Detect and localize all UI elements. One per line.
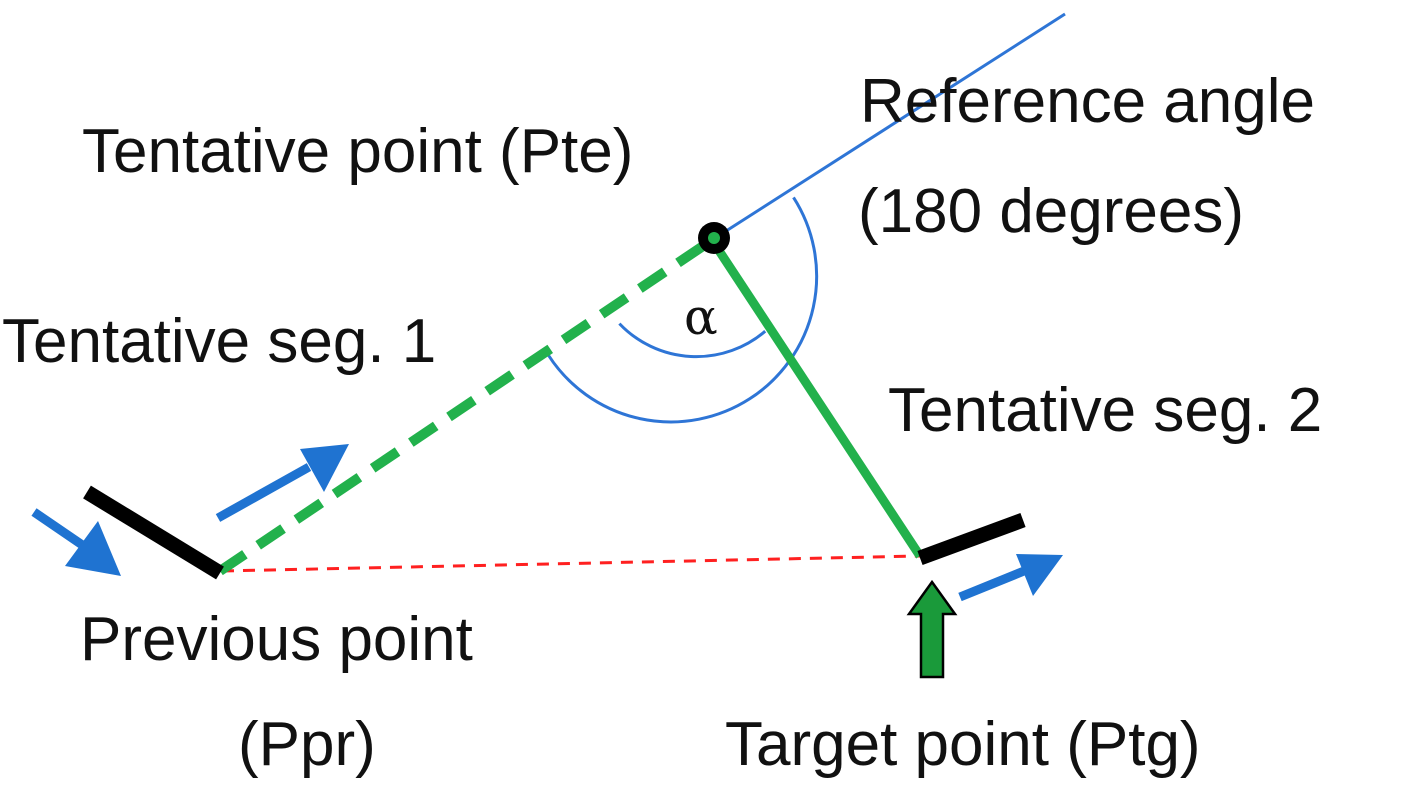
segment-direction-arrow [215,444,349,522]
tentative-seg1-label: Tentative seg. 1 [2,307,436,376]
next-path-segment [917,512,1026,566]
previous-point-label-line1: Previous point [80,605,473,674]
tentative-segment-2 [708,237,924,559]
tentative-point-center [708,232,720,244]
reference-angle-line [711,12,1066,242]
reference-angle-label-line2: (180 degrees) [858,177,1244,246]
target-point-arrow [906,579,958,679]
previous-point-label-line2: (Ppr) [238,710,376,779]
reference-angle-label-line1: Reference angle [860,67,1315,136]
baseline-dashed [221,554,921,573]
tentative-point-label: Tentative point (Pte) [82,117,633,186]
previous-path-segment [83,485,224,580]
tentative-seg2-label: Tentative seg. 2 [888,376,1322,445]
outgoing-direction-arrow [958,554,1063,602]
target-point-label: Target point (Ptg) [725,710,1201,779]
alpha-angle-arc [618,322,767,359]
incoming-direction-arrow [31,508,121,576]
alpha-angle-symbol: α [684,288,718,346]
reference-angle-arc [547,196,819,424]
tentative-segment-1 [217,235,715,576]
